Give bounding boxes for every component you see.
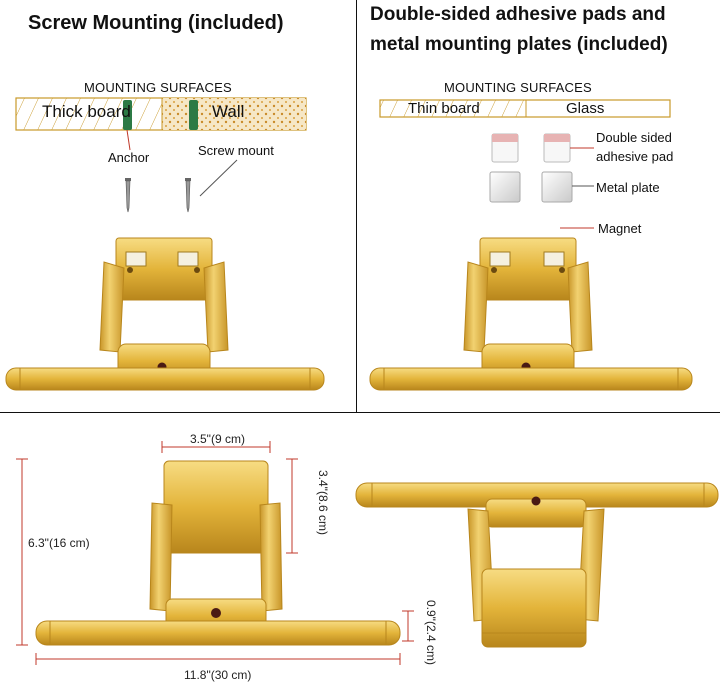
anchor-icon xyxy=(123,100,132,130)
right-mounting-diagram xyxy=(369,99,693,391)
horizontal-divider xyxy=(0,412,720,413)
metal-plate-label: Metal plate xyxy=(596,180,660,195)
dim-bar-length: 11.8"(30 cm) xyxy=(184,668,252,682)
screw-mounting-title: Screw Mounting (included) xyxy=(28,12,284,34)
dim-bar-depth: 0.9"(2.4 cm) xyxy=(424,600,438,665)
pad-label-line1: Double sided xyxy=(596,130,672,145)
adhesive-title-line2: metal mounting plates (included) xyxy=(370,34,668,55)
lamp-front-view xyxy=(35,460,401,646)
vertical-divider xyxy=(356,0,357,412)
dim-total-height: 6.3"(16 cm) xyxy=(28,536,90,550)
dimension-diagram xyxy=(16,441,719,665)
anchor-label: Anchor xyxy=(108,150,150,165)
lamp-adhesive-mount xyxy=(369,237,693,391)
adhesive-title-line1: Double-sided adhesive pads and xyxy=(370,4,666,25)
surface-glass: Glass xyxy=(566,100,605,117)
dimension-lines xyxy=(16,441,414,665)
surface-thick-board: Thick board xyxy=(42,102,131,121)
screw-mount-label: Screw mount xyxy=(198,143,274,158)
left-mounting-diagram xyxy=(5,97,325,391)
surface-wall: Wall xyxy=(212,102,245,121)
metal-plate-icon xyxy=(489,171,573,203)
lamp-back-view xyxy=(355,482,719,648)
screw-icon xyxy=(125,178,191,213)
pad-label-line2: adhesive pad xyxy=(596,149,674,164)
dim-top-height: 3.4"(8.6 cm) xyxy=(316,470,330,535)
surface-thin-board: Thin board xyxy=(408,100,480,117)
dim-top-width: 3.5"(9 cm) xyxy=(190,432,245,446)
adhesive-pad-icon xyxy=(491,133,571,163)
right-surfaces-title: MOUNTING SURFACES xyxy=(444,80,592,95)
lamp-screw-mount xyxy=(5,237,325,391)
left-surfaces-title: MOUNTING SURFACES xyxy=(84,80,232,95)
magnet-label: Magnet xyxy=(598,221,642,236)
